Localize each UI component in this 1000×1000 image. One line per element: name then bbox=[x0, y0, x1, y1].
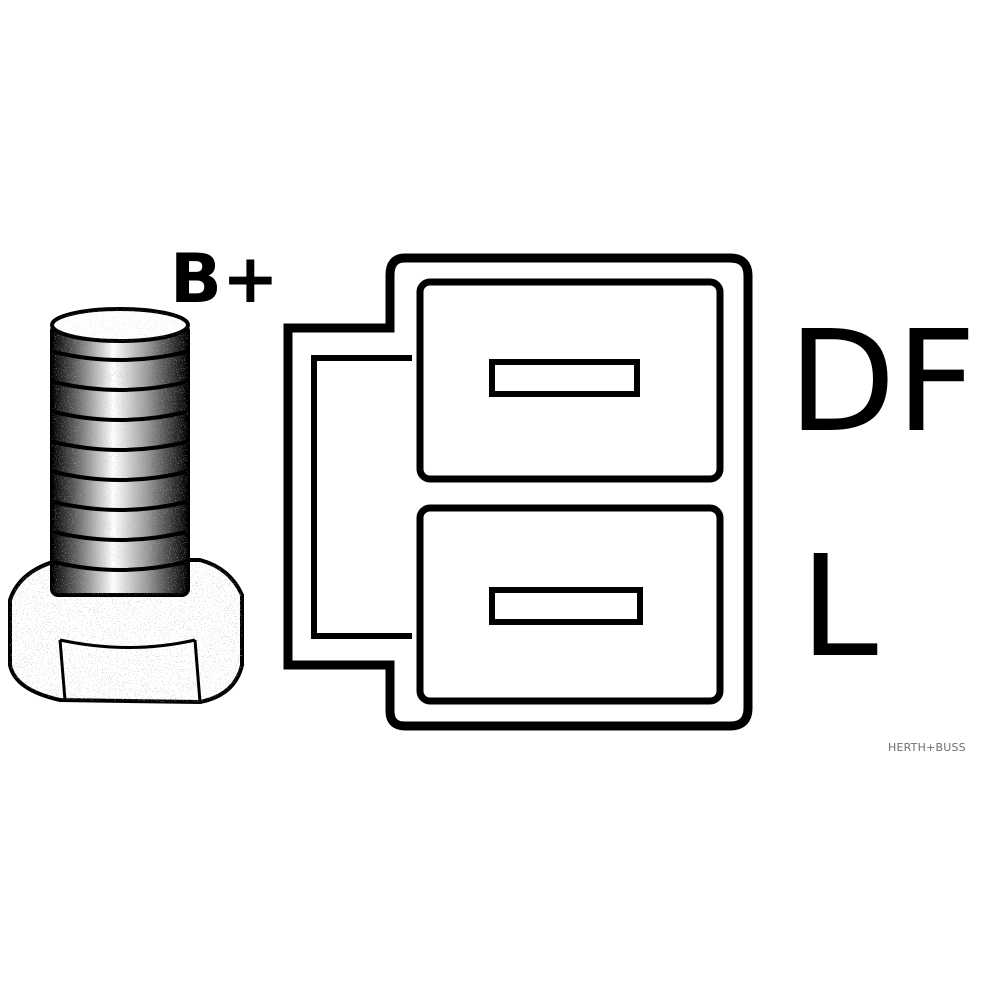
connector-housing-outer bbox=[283, 253, 753, 731]
cavity-lower bbox=[416, 504, 724, 705]
cavity-upper bbox=[416, 278, 724, 483]
pin-slot-upper bbox=[489, 359, 640, 397]
connector-latch bbox=[311, 355, 412, 639]
pin-label-df: DF bbox=[788, 301, 976, 464]
brand-watermark: HERTH+BUSS bbox=[888, 741, 966, 754]
pin-slot-lower bbox=[489, 587, 643, 625]
stud-terminal-icon bbox=[8, 307, 244, 705]
thread-lines bbox=[53, 350, 187, 572]
pin-label-l: L bbox=[800, 526, 878, 689]
battery-terminal-label: B+ bbox=[170, 240, 279, 319]
plug-connector-icon bbox=[283, 253, 753, 731]
